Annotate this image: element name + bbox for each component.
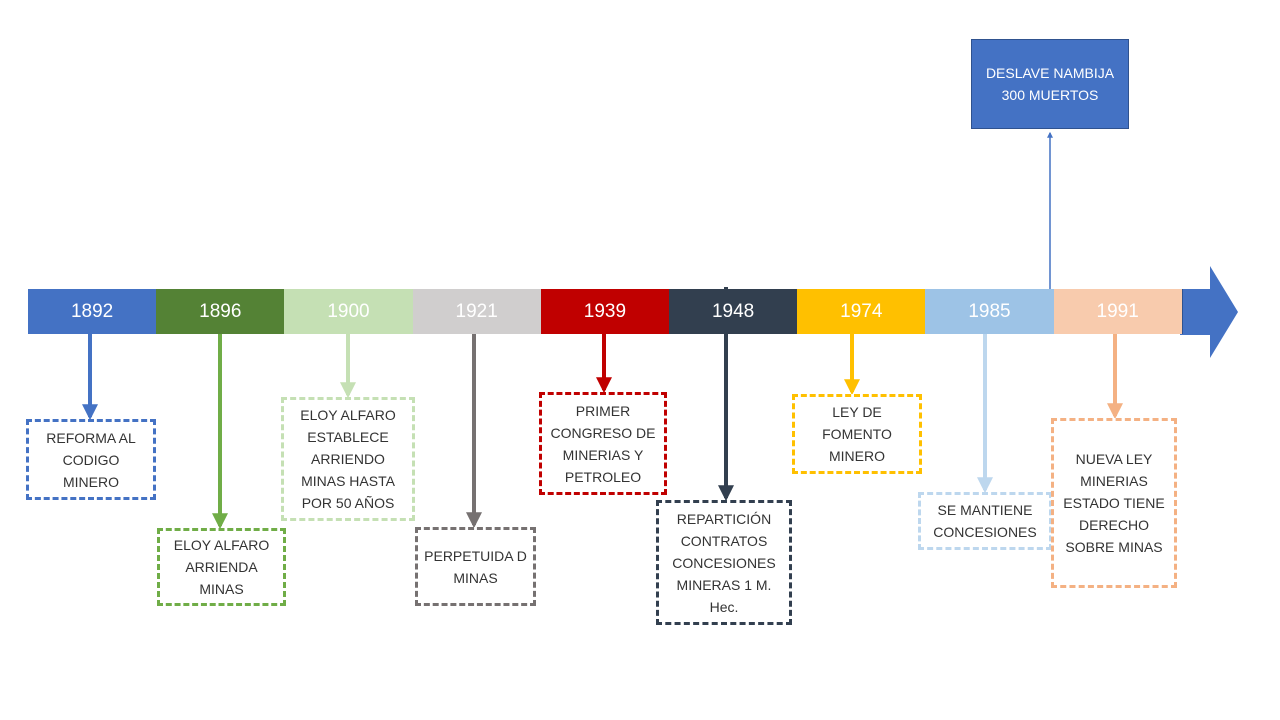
year-segment-1900: 1900 [284, 289, 414, 334]
event-box-1948: REPARTICIÓN CONTRATOS CONCESIONES MINERA… [656, 500, 792, 625]
event-box-1921: PERPETUIDA D MINAS [415, 527, 536, 606]
year-segment-1896: 1896 [156, 289, 286, 334]
year-segment-1974: 1974 [797, 289, 927, 334]
event-box-1896: ELOY ALFARO ARRIENDA MINAS [157, 528, 286, 606]
year-segment-1985: 1985 [925, 289, 1055, 334]
year-segment-1939: 1939 [540, 289, 670, 334]
event-box-top: DESLAVE NAMBIJA 300 MUERTOS [971, 39, 1129, 129]
event-box-1939: PRIMER CONGRESO DE MINERIAS Y PETROLEO [539, 392, 667, 495]
event-box-1985: SE MANTIENE CONCESIONES [918, 492, 1052, 550]
timeline-arrow-head [1180, 266, 1238, 358]
year-segment-1892: 1892 [28, 289, 158, 334]
event-box-1974: LEY DE FOMENTO MINERO [792, 394, 922, 474]
year-segment-1991: 1991 [1053, 289, 1183, 334]
year-segment-1921: 1921 [412, 289, 542, 334]
event-box-1991: NUEVA LEY MINERIAS ESTADO TIENE DERECHO … [1051, 418, 1177, 588]
year-segment-1948: 1948 [669, 289, 799, 334]
event-box-1900: ELOY ALFARO ESTABLECE ARRIENDO MINAS HAS… [281, 397, 415, 521]
event-box-1892: REFORMA AL CODIGO MINERO [26, 419, 156, 500]
